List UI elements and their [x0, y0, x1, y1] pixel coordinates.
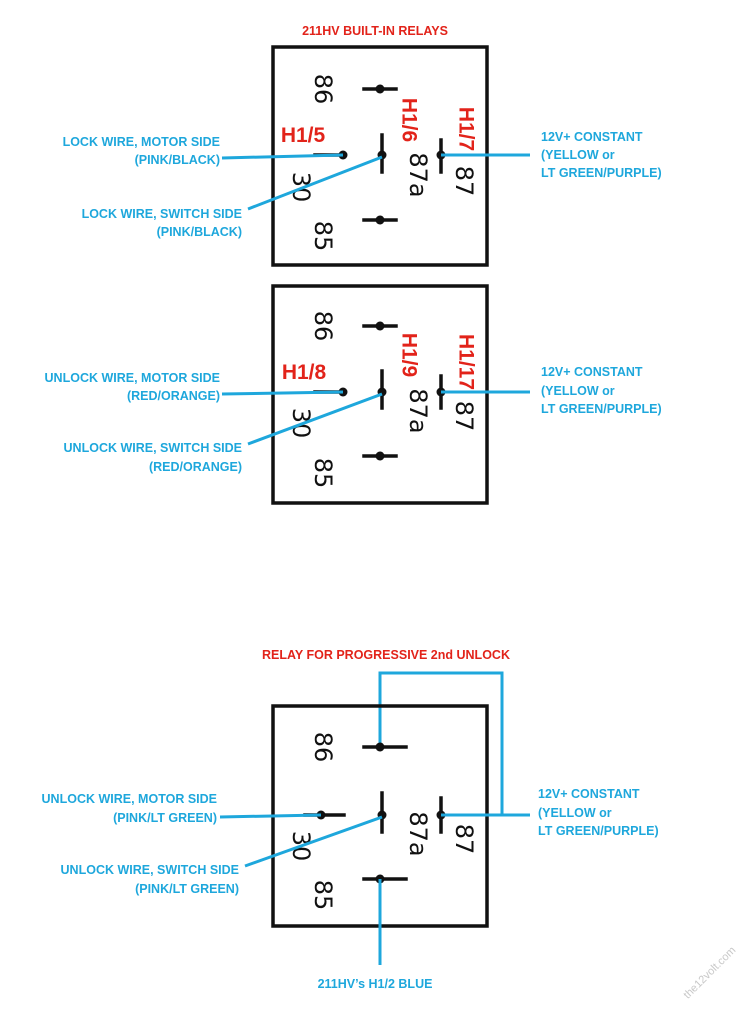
constant-1-label-line2: (YELLOW or — [541, 148, 615, 162]
unlock-motor-label-line2: (RED/ORANGE) — [127, 389, 220, 403]
harness-label-h1-5: H1/5 — [281, 124, 326, 147]
relay-2: 86 30 87a 87 85 H1/8 H1/9 H1/17 UNLOCK W… — [45, 284, 662, 505]
lock-switch-label-line2: (PINK/BLACK) — [157, 225, 242, 239]
relay-3-title: RELAY FOR PROGRESSIVE 2nd UNLOCK — [262, 648, 510, 662]
unlock-motor-2-label-line1: UNLOCK WIRE, MOTOR SIDE — [42, 792, 217, 806]
pin-label-87a: 87a — [404, 811, 432, 856]
pin-label-86: 86 — [309, 732, 337, 763]
relay-1: 211HV BUILT-IN RELAYS 86 30 87a 87 85 H1… — [63, 24, 662, 267]
pin-label-87: 87 — [450, 401, 478, 432]
terminal-85-dot — [375, 451, 385, 461]
relay-2-harness-labels: H1/8 H1/9 H1/17 — [282, 333, 478, 390]
constant-2-label-line2: (YELLOW or — [541, 384, 615, 398]
unlock-switch-label-line1: UNLOCK WIRE, SWITCH SIDE — [64, 441, 242, 455]
wire-unlock-motor-2 — [219, 813, 322, 819]
relay-3-wires — [219, 813, 530, 965]
relay-2-wires — [221, 390, 530, 446]
constant-1-label-line1: 12V+ CONSTANT — [541, 130, 643, 144]
relay-1-harness-labels: H1/5 H1/6 H1/7 — [281, 98, 478, 151]
constant-2-label-line3: LT GREEN/PURPLE) — [541, 402, 662, 416]
terminal-86-dot — [375, 742, 385, 752]
wire-unlock-motor — [221, 390, 344, 396]
unlock-motor-2-label-line2: (PINK/LT GREEN) — [113, 811, 217, 825]
unlock-switch-2-label-line2: (PINK/LT GREEN) — [135, 882, 239, 896]
constant-3-label-line3: LT GREEN/PURPLE) — [538, 824, 659, 838]
relay-2-callouts: UNLOCK WIRE, MOTOR SIDE (RED/ORANGE) UNL… — [45, 365, 662, 474]
wire-unlock-switch — [247, 392, 383, 446]
harness-label-h1-8: H1/8 — [282, 361, 327, 384]
constant-1-label-line3: LT GREEN/PURPLE) — [541, 166, 662, 180]
relay-1-title: 211HV BUILT-IN RELAYS — [302, 24, 448, 38]
terminal-85-dot — [375, 215, 385, 225]
relay-2-pin-numbers: 86 30 87a 87 85 — [287, 311, 478, 489]
lock-motor-label-line2: (PINK/BLACK) — [135, 153, 220, 167]
relay-3-pin-numbers: 86 30 87a 87 85 — [287, 732, 478, 911]
unlock-switch-2-label-line1: UNLOCK WIRE, SWITCH SIDE — [61, 863, 239, 877]
harness-label-h1-7: H1/7 — [455, 107, 478, 151]
terminal-86-dot — [375, 321, 385, 331]
constant-2-label-line1: 12V+ CONSTANT — [541, 365, 643, 379]
unlock-switch-label-line2: (RED/ORANGE) — [149, 460, 242, 474]
relay-1-pin-numbers: 86 30 87a 87 85 — [287, 74, 478, 252]
pin-label-85: 85 — [309, 458, 337, 489]
pin-label-87: 87 — [450, 166, 478, 197]
harness-label-h1-9: H1/9 — [398, 333, 421, 377]
unlock-motor-label-line1: UNLOCK WIRE, MOTOR SIDE — [45, 371, 220, 385]
pin-label-87: 87 — [450, 824, 478, 855]
constant-3-label-line1: 12V+ CONSTANT — [538, 787, 640, 801]
constant-3-label-line2: (YELLOW or — [538, 806, 612, 820]
relay-3: RELAY FOR PROGRESSIVE 2nd UNLOCK 86 30 8… — [42, 648, 659, 991]
pin-label-86: 86 — [309, 74, 337, 105]
harness-label-h1-6: H1/6 — [398, 98, 421, 142]
terminal-86-dot — [375, 84, 385, 94]
lock-switch-label-line1: LOCK WIRE, SWITCH SIDE — [82, 207, 242, 221]
harness-label-h1-17: H1/17 — [455, 334, 478, 390]
pin-label-87a: 87a — [404, 388, 432, 433]
pin-label-85: 85 — [309, 880, 337, 911]
wire-unlock-switch-2 — [244, 815, 383, 868]
h1-2-blue-label: 211HV’s H1/2 BLUE — [318, 977, 433, 991]
relay-1-callouts: LOCK WIRE, MOTOR SIDE (PINK/BLACK) LOCK … — [63, 130, 662, 239]
lock-motor-label-line1: LOCK WIRE, MOTOR SIDE — [63, 135, 220, 149]
wire-lock-motor — [221, 153, 344, 160]
wire-lock-switch — [247, 155, 383, 211]
relay-3-callouts: UNLOCK WIRE, MOTOR SIDE (PINK/LT GREEN) … — [42, 787, 659, 991]
relay-1-wires — [221, 153, 530, 211]
wire-86-to-87-jumper — [378, 671, 504, 815]
pin-label-85: 85 — [309, 221, 337, 252]
watermark: the12volt.com — [681, 944, 738, 1001]
pin-label-87a: 87a — [404, 152, 432, 197]
pin-label-86: 86 — [309, 311, 337, 342]
